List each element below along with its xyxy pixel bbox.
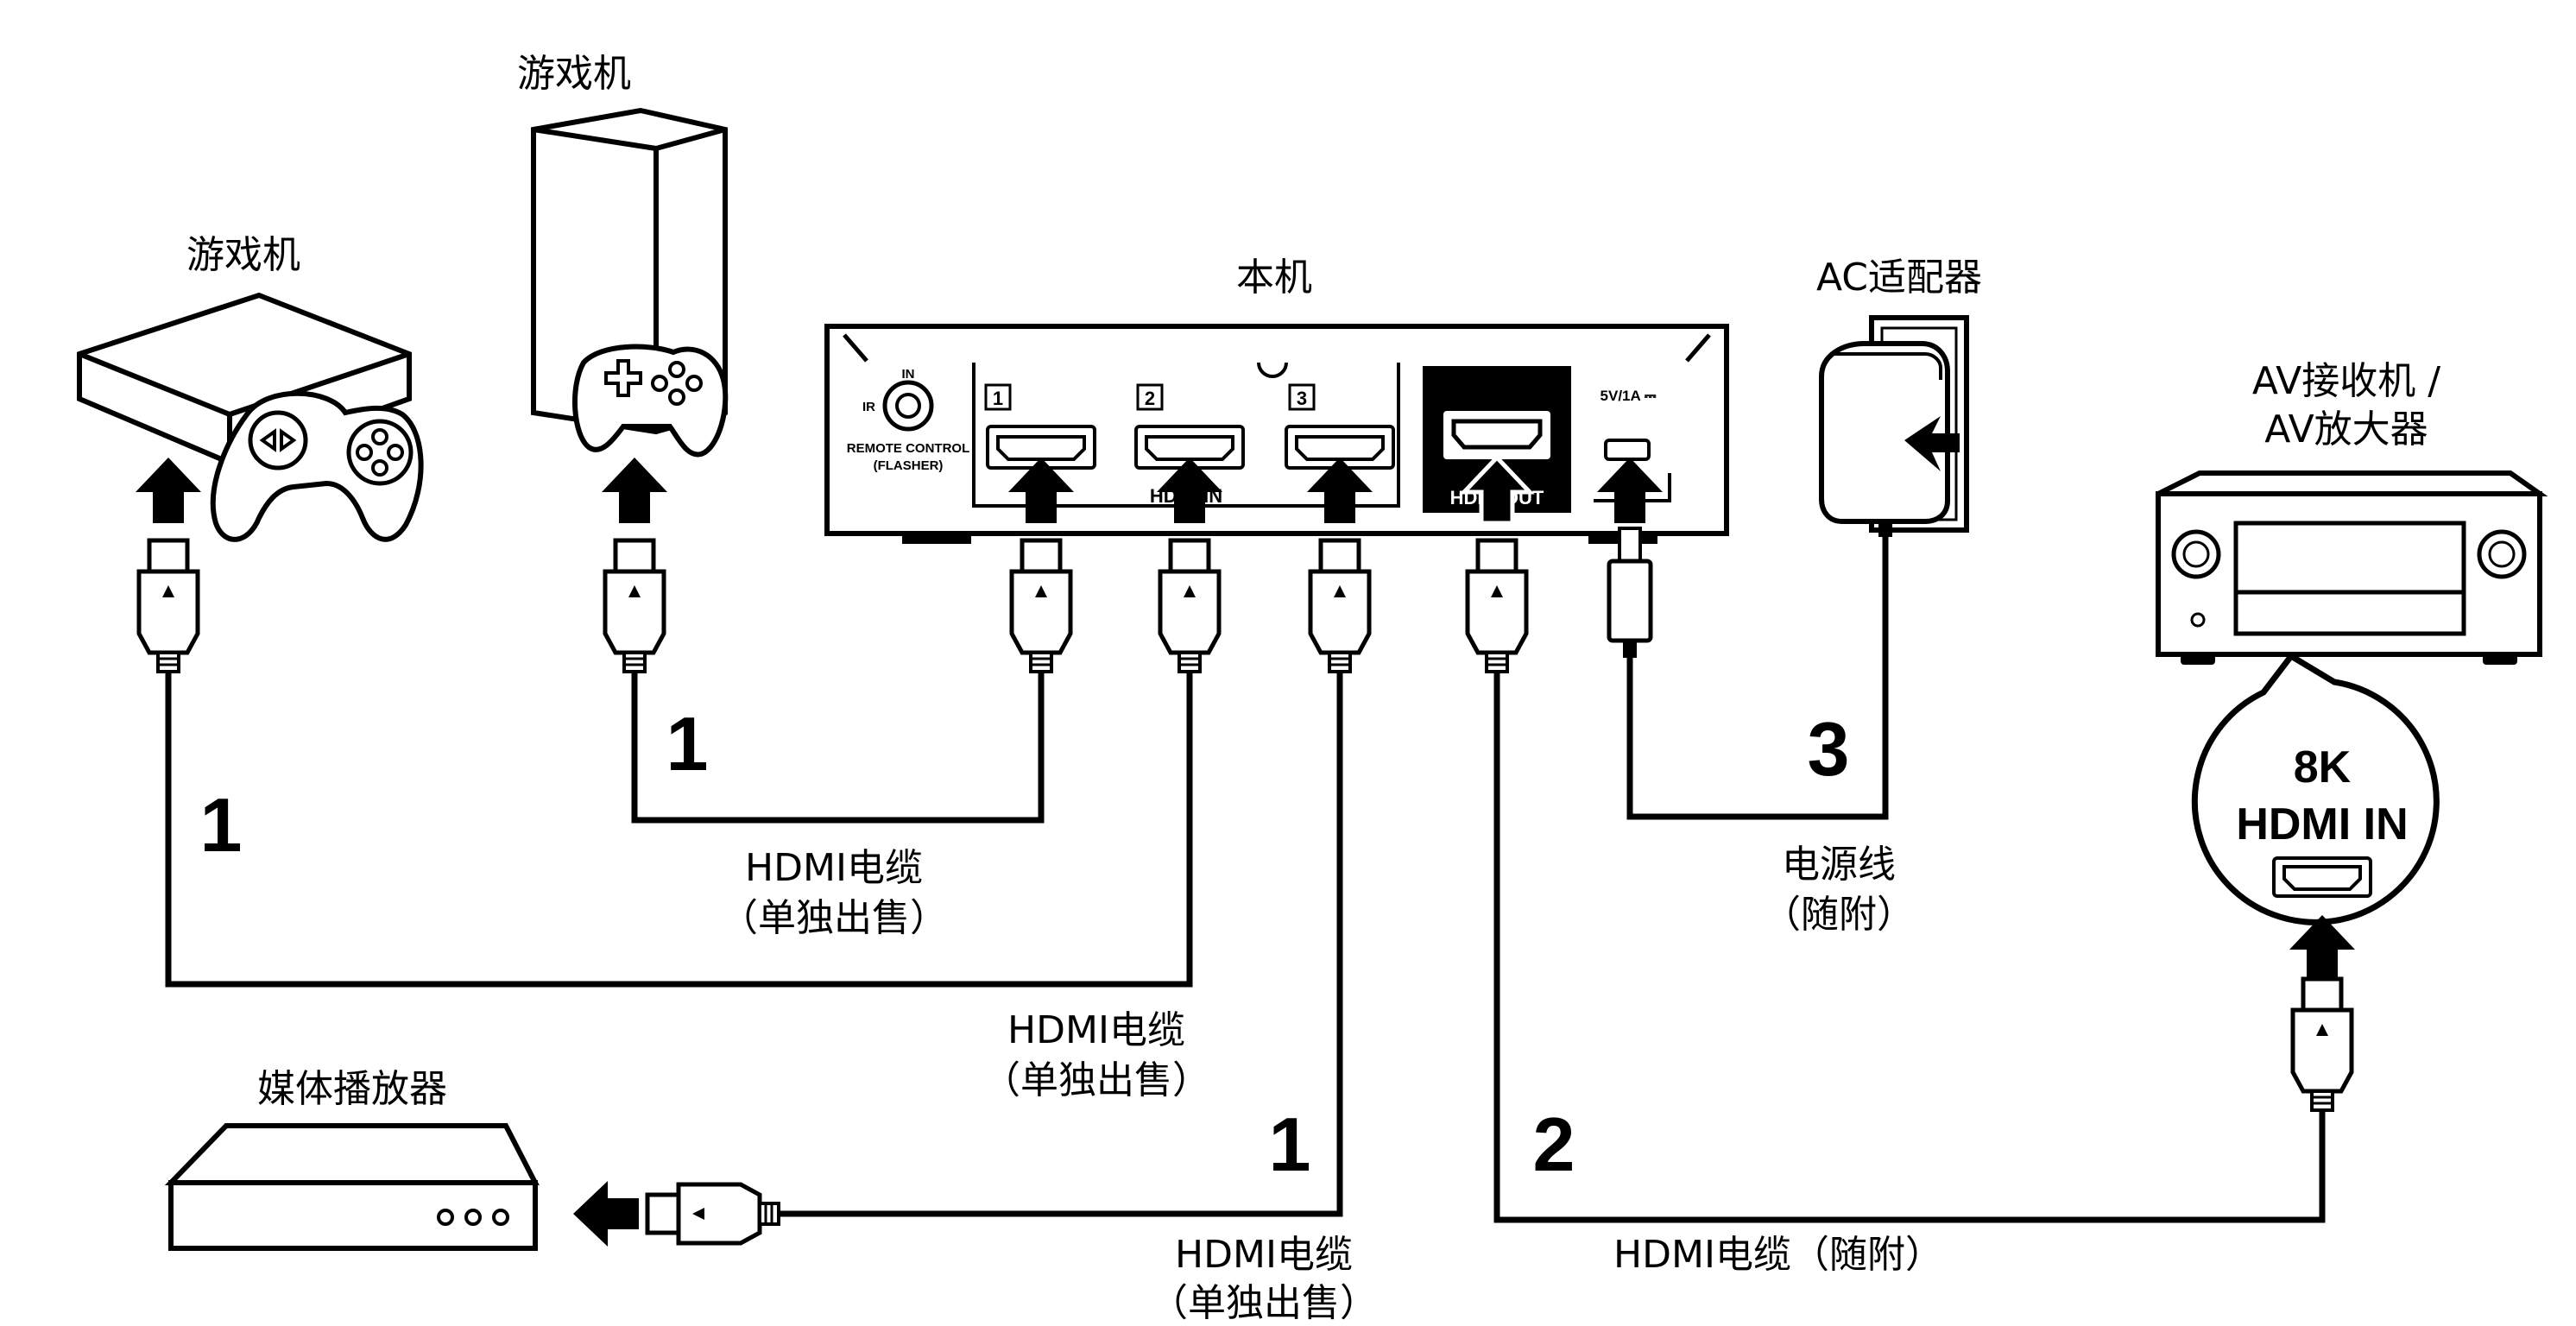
port-arrows xyxy=(1008,454,1663,526)
ir-label: IR xyxy=(862,400,875,414)
cable-lines xyxy=(165,535,2326,1223)
label-ac-adapter: AC适配器 xyxy=(1816,256,1982,300)
step-number-left: 1 xyxy=(200,782,243,868)
step-number-out: 2 xyxy=(1533,1102,1575,1187)
port-2-number: 2 xyxy=(1145,388,1155,409)
plug-in-arrow-icon xyxy=(1904,416,1960,471)
step-number-top: 1 xyxy=(666,701,709,786)
power-plug xyxy=(1607,527,1653,658)
gamepad-icon-2 xyxy=(572,344,729,458)
usb-power-port xyxy=(1604,439,1651,461)
plug-left-console xyxy=(139,540,198,672)
label-cable-c: HDMI电缆 xyxy=(1175,1233,1353,1277)
hdmi-plugs-main xyxy=(1012,540,1526,672)
label-cable-b-note: （单独出售） xyxy=(982,1058,1210,1102)
flasher-label: (FLASHER) xyxy=(874,458,944,473)
step-number-media: 1 xyxy=(1269,1102,1311,1187)
arrow-top-console xyxy=(602,458,667,523)
label-cable-c-note: （单独出售） xyxy=(1150,1281,1378,1325)
volume-knob-right-icon xyxy=(2477,529,2527,579)
hdmi-in-callout: 8K HDMI IN xyxy=(2191,652,2440,925)
label-cable-supplied: HDMI电缆（随附） xyxy=(1613,1233,1943,1277)
label-cable-a: HDMI电缆 xyxy=(745,846,923,890)
label-av-receiver-1: AV接收机 / xyxy=(2252,359,2440,403)
port-1-number: 1 xyxy=(993,388,1003,409)
label-cable-b: HDMI电缆 xyxy=(1007,1008,1185,1052)
label-main-unit: 本机 xyxy=(1236,256,1312,300)
ac-adapter xyxy=(1819,315,1969,537)
label-av-receiver-2: AV放大器 xyxy=(2264,407,2428,451)
av-receiver xyxy=(2156,470,2548,665)
plug-receiver xyxy=(2293,979,2352,1110)
label-game-console-left: 游戏机 xyxy=(186,233,300,277)
arrow-media-player xyxy=(573,1181,639,1247)
plug-top-console xyxy=(605,540,664,672)
arrow-left-console xyxy=(136,458,201,523)
game-console-left xyxy=(77,292,424,542)
badge-hdmi-in: HDMI IN xyxy=(2236,799,2408,849)
label-cable-a-note: （单独出售） xyxy=(720,896,948,940)
main-unit: IN IR REMOTE CONTROL (FLASHER) HDMI IN 1… xyxy=(824,324,1729,544)
volume-knob-left-icon xyxy=(2171,529,2221,579)
label-power-cord: 电源线 xyxy=(1782,843,1896,887)
media-player xyxy=(164,1123,540,1251)
label-media-player: 媒体播放器 xyxy=(257,1067,447,1111)
arrow-receiver xyxy=(2289,915,2355,981)
in-label: IN xyxy=(902,367,915,382)
remote-label: REMOTE CONTROL xyxy=(847,441,970,456)
label-power-cord-note: （随附） xyxy=(1763,893,1915,937)
game-console-top xyxy=(531,107,729,458)
badge-8k: 8K xyxy=(2294,742,2352,792)
port-3-number: 3 xyxy=(1297,388,1307,409)
label-game-console-top: 游戏机 xyxy=(517,52,631,96)
plug-media-player xyxy=(647,1184,779,1243)
step-number-power: 3 xyxy=(1808,706,1850,792)
power-spec-label: 5V/1A ⎓ xyxy=(1601,388,1657,404)
